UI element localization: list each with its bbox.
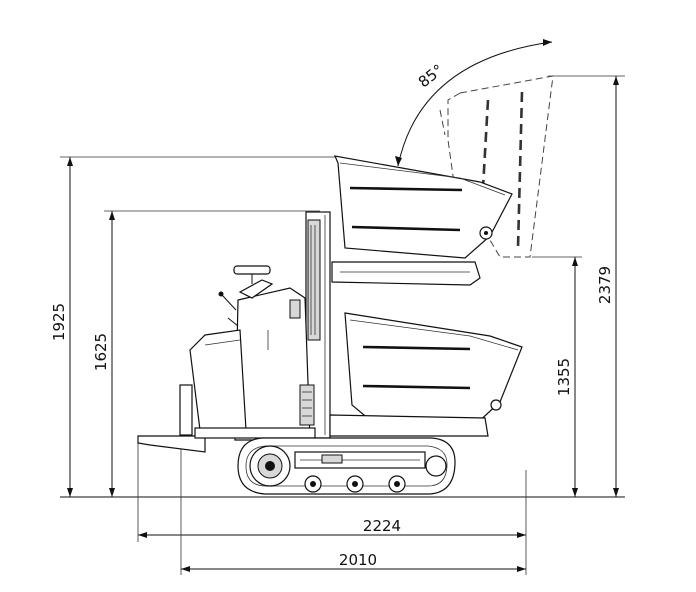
housing-vent bbox=[289, 299, 301, 319]
arrow-right-2010 bbox=[517, 566, 526, 572]
control-lever-1 bbox=[221, 294, 237, 311]
dimension-2379: 2379 bbox=[548, 75, 625, 497]
lever-knob-1 bbox=[218, 291, 224, 297]
control-console bbox=[238, 279, 274, 299]
housing-grille bbox=[299, 384, 315, 426]
raised-hopper-pivot-center bbox=[484, 231, 488, 235]
tip-angle-annotation: 85° bbox=[395, 39, 553, 167]
chassis-beam bbox=[194, 427, 316, 439]
hopper-raised bbox=[331, 155, 513, 286]
road-wheel-3-hub bbox=[394, 481, 400, 487]
arrow-top-2379 bbox=[613, 76, 619, 85]
track-frame-detail bbox=[321, 454, 343, 464]
label-1925: 1925 bbox=[50, 303, 68, 341]
angle-arc bbox=[397, 41, 553, 167]
dimension-2224: 2224 bbox=[137, 440, 527, 575]
idler-wheel bbox=[425, 455, 447, 477]
lowered-hopper-rib-1 bbox=[362, 345, 471, 351]
dimension-1625: 1625 bbox=[92, 210, 320, 497]
dimension-1355: 1355 bbox=[532, 256, 582, 497]
arrow-top-1355 bbox=[572, 257, 578, 266]
label-1355: 1355 bbox=[555, 358, 573, 396]
label-1625: 1625 bbox=[92, 333, 110, 371]
label-2010: 2010 bbox=[339, 551, 377, 569]
angle-arrow-top bbox=[543, 39, 552, 46]
lowered-carriage bbox=[329, 414, 489, 437]
hopper-lowered bbox=[329, 312, 523, 437]
machine-body bbox=[189, 265, 315, 441]
arrow-bottom-1925 bbox=[67, 488, 73, 497]
arrow-bottom-1355 bbox=[572, 488, 578, 497]
tipped-hopper-back bbox=[447, 92, 461, 191]
lowered-hopper-lip bbox=[349, 319, 519, 351]
label-2379: 2379 bbox=[596, 266, 614, 304]
mast-rail bbox=[307, 219, 321, 341]
arrow-left-2010 bbox=[181, 566, 190, 572]
rear-platform bbox=[137, 384, 316, 453]
lowered-hopper-body bbox=[344, 312, 523, 426]
crawler-track bbox=[237, 437, 456, 495]
dimension-1925: 1925 bbox=[50, 156, 335, 497]
control-lever-2 bbox=[227, 317, 239, 327]
raised-hopper-body bbox=[334, 155, 513, 259]
raised-hopper-lip bbox=[339, 162, 506, 196]
tipped-hopper-hinge-mark bbox=[439, 109, 446, 136]
raised-hopper-rib-2 bbox=[351, 225, 461, 232]
tipped-hopper-outline bbox=[459, 75, 554, 258]
lowered-hopper-rib-2 bbox=[362, 384, 471, 390]
arrow-bottom-2379 bbox=[613, 488, 619, 497]
arrow-right-2224 bbox=[517, 532, 526, 538]
cover-line bbox=[204, 339, 241, 346]
steering-handle bbox=[233, 265, 271, 275]
arrow-left-2224 bbox=[138, 532, 147, 538]
road-wheel-2-hub bbox=[352, 481, 358, 487]
sprocket-center bbox=[265, 461, 275, 471]
footplate bbox=[137, 435, 206, 453]
road-wheel-1-hub bbox=[310, 481, 316, 487]
label-2224: 2224 bbox=[363, 517, 401, 535]
front-cover bbox=[189, 329, 247, 431]
arrow-top-1925 bbox=[67, 157, 73, 166]
arrow-bottom-1625 bbox=[109, 488, 115, 497]
angle-arrow-bottom bbox=[395, 156, 402, 166]
lowered-hopper-pivot bbox=[490, 399, 502, 411]
rear-guard bbox=[179, 384, 193, 436]
arrow-top-1625 bbox=[109, 211, 115, 220]
tipped-hopper-rib-2 bbox=[516, 91, 524, 249]
raised-carriage bbox=[331, 261, 481, 286]
track-inner bbox=[245, 445, 448, 487]
raised-hopper-rib-1 bbox=[349, 186, 463, 192]
